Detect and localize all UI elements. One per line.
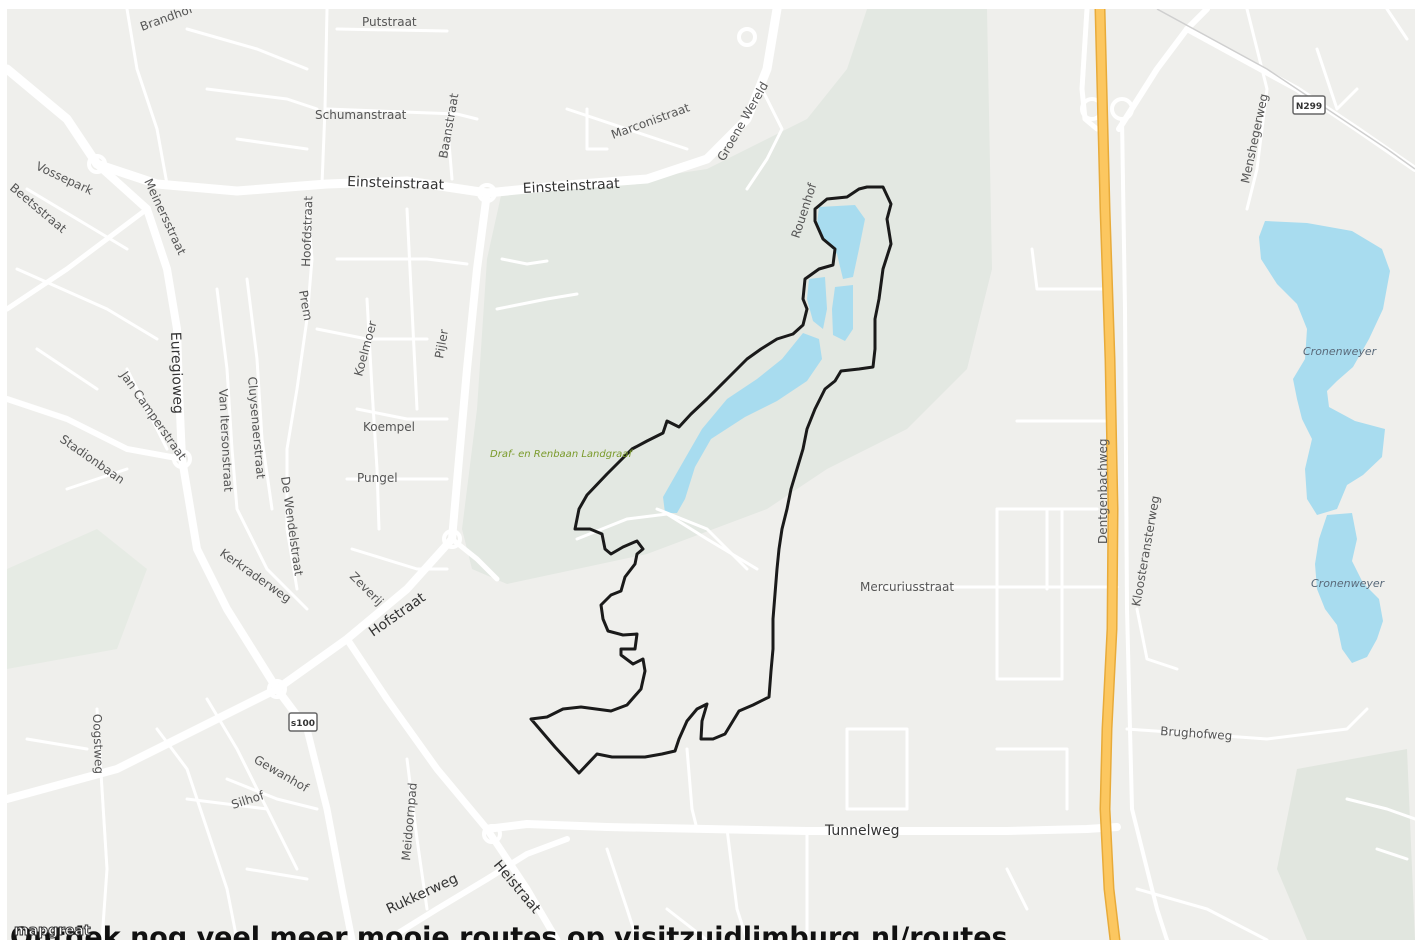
logo-text: mapgreat [14, 923, 92, 940]
railway [1156, 9, 1415, 170]
footer-banner: Ontdek nog veel meer mooie routes op vis… [10, 921, 1410, 940]
road-label: Koempel [363, 420, 415, 434]
road-label: Putstraat [362, 15, 417, 29]
road-label: Einsteinstraat [522, 176, 620, 197]
road-label: Dentgenbachweg [1096, 438, 1110, 544]
map-canvas: N299 s100 Putstraat Schumanstraat Baanst… [7, 9, 1415, 940]
road-label: Tunnelweg [824, 823, 900, 839]
road-label: Van Itersonstraat [216, 388, 235, 492]
road-label: Prem [296, 289, 315, 322]
shield-n299: N299 [1292, 95, 1326, 115]
pond-north [817, 205, 865, 279]
mapgreat-logo: mapgreat [12, 921, 120, 940]
highway-A76 [1096, 9, 1119, 940]
road-label: Pungel [357, 471, 398, 485]
svg-text:s100: s100 [291, 719, 315, 729]
road-label: Hoofdstraat [299, 196, 315, 268]
place-label-racecourse: Draf- en Renbaan Landgraaf [490, 449, 633, 460]
road-label: Oogstweg [90, 714, 106, 775]
park-west [7, 529, 147, 669]
road-label: Einsteinstraat [347, 174, 445, 193]
svg-text:N299: N299 [1296, 102, 1322, 112]
water-label: Cronenweyer [1303, 345, 1378, 358]
lake-cronenweyer-south [1315, 513, 1383, 663]
park-southeast [1277, 749, 1415, 940]
pond-middle-left [807, 277, 827, 329]
lake-racecourse [663, 333, 822, 513]
road-label: Brughofweg [1160, 724, 1233, 743]
pond-middle-right [832, 285, 853, 341]
route-track[interactable] [529, 185, 893, 775]
footer-text: Ontdek nog veel meer mooie routes op vis… [10, 922, 1008, 940]
road-label: Mercuriusstraat [860, 580, 954, 594]
road-label: Meidoornpad [399, 782, 420, 861]
road-label: Schumanstraat [315, 108, 407, 122]
road-label: Pijler [432, 328, 451, 359]
shield-s100: s100 [288, 712, 318, 732]
park-racecourse [462, 9, 992, 584]
map-view[interactable]: N299 s100 Putstraat Schumanstraat Baanst… [7, 9, 1415, 940]
water-label: Cronenweyer [1311, 577, 1386, 590]
lake-cronenweyer-north [1259, 221, 1390, 515]
road-label: Euregioweg [167, 332, 186, 415]
